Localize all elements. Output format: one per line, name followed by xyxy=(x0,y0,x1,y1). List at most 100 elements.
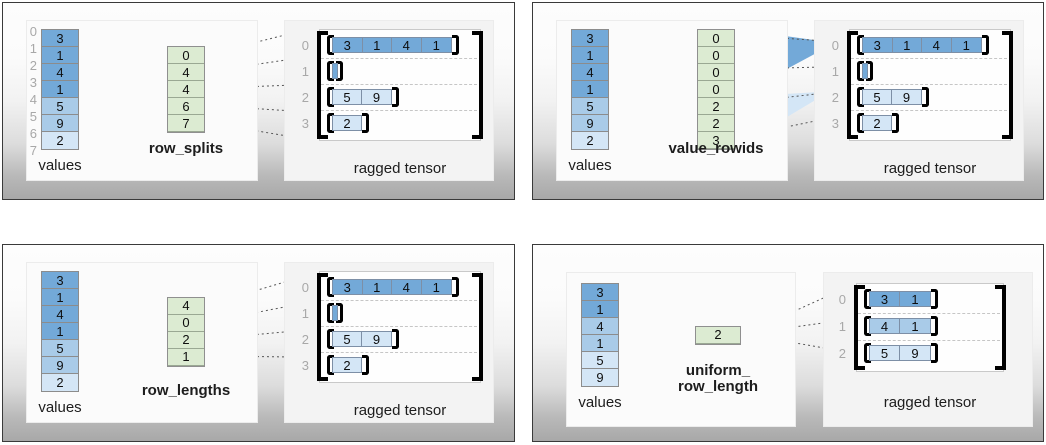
values-cell: 9 xyxy=(42,115,78,132)
ragged-row: 2 xyxy=(327,355,369,375)
ragged-close-bracket xyxy=(1002,31,1013,139)
ragged-row-separator xyxy=(321,300,477,301)
values-cell: 5 xyxy=(572,98,608,115)
ragged-row-separator xyxy=(321,326,477,327)
ragged-cell: 2 xyxy=(333,116,361,130)
ragged-open-bracket xyxy=(847,31,858,139)
ragged-row xyxy=(327,303,343,323)
ragged-cell: 1 xyxy=(900,292,930,306)
encoding-cell: 2 xyxy=(168,331,204,349)
row-open-bracket xyxy=(857,87,864,107)
ragged-cell: 1 xyxy=(421,38,451,52)
row-close-bracket xyxy=(452,35,459,55)
values-cell: 2 xyxy=(42,132,78,149)
ragged-row-index: 1 xyxy=(301,64,309,79)
row-close-bracket xyxy=(892,113,899,133)
values-cell: 2 xyxy=(42,374,78,391)
row-open-bracket xyxy=(857,35,864,55)
ragged-cell: 3 xyxy=(870,292,901,306)
row-close-bracket xyxy=(931,289,938,309)
values-cell: 4 xyxy=(582,318,618,335)
ragged-cell: 1 xyxy=(892,38,922,52)
encoding-cell: 2 xyxy=(698,115,734,132)
values-cell: 4 xyxy=(42,64,78,81)
encoding-caption: value_rowids xyxy=(668,140,764,157)
values-cell: 4 xyxy=(572,64,608,81)
encoding-cell: 0 xyxy=(168,47,204,64)
ragged-cell: 9 xyxy=(892,90,921,104)
row-close-bracket xyxy=(336,61,343,81)
values-cell: 5 xyxy=(42,340,78,357)
ragged-caption: ragged tensor xyxy=(883,394,977,411)
values-caption: values xyxy=(578,394,622,411)
encoding-cell: 0 xyxy=(168,314,204,332)
value-index-label: 0 xyxy=(29,24,37,39)
ragged-row xyxy=(327,61,343,81)
ragged-row-separator xyxy=(858,313,1000,314)
encoding-cell: 2 xyxy=(698,98,734,115)
value-index-label: 6 xyxy=(29,126,37,141)
value-index-label: 5 xyxy=(29,109,37,124)
ragged-close-bracket xyxy=(995,285,1006,370)
values-cell: 3 xyxy=(42,30,78,47)
values-cell: 1 xyxy=(42,289,78,306)
ragged-row-separator xyxy=(321,58,477,59)
ragged-row-separator xyxy=(321,110,477,111)
ragged-cell: 3 xyxy=(863,38,893,52)
row-close-bracket xyxy=(931,316,938,336)
value-index-label: 3 xyxy=(29,75,37,90)
row-open-bracket xyxy=(327,61,334,81)
values-cell: 1 xyxy=(582,301,618,318)
encoding-cell: 4 xyxy=(168,64,204,81)
row-close-bracket xyxy=(922,87,929,107)
ragged-cell: 5 xyxy=(870,346,901,360)
ragged-caption: ragged tensor xyxy=(883,160,977,177)
ragged-cell: 4 xyxy=(870,319,901,333)
values-caption: values xyxy=(38,157,82,174)
values-cell: 5 xyxy=(42,98,78,115)
ragged-row-separator xyxy=(321,84,477,85)
encoding-caption: uniform_ row_length xyxy=(677,362,758,395)
values-cell: 9 xyxy=(42,357,78,374)
ragged-cell: 4 xyxy=(392,38,422,52)
ragged-cell: 1 xyxy=(421,280,451,294)
ragged-open-bracket xyxy=(854,285,865,370)
ragged-row-separator xyxy=(851,110,1007,111)
row-close-bracket xyxy=(931,343,938,363)
ragged-row-index: 2 xyxy=(301,332,309,347)
values-cell: 1 xyxy=(42,81,78,98)
row-close-bracket xyxy=(452,277,459,297)
ragged-open-bracket xyxy=(317,273,328,381)
encoding-caption: row_lengths xyxy=(141,382,231,399)
row-close-bracket xyxy=(336,303,343,323)
values-cell: 1 xyxy=(42,323,78,340)
values-cell: 3 xyxy=(582,284,618,301)
row-open-bracket xyxy=(327,35,334,55)
row-close-bracket xyxy=(392,87,399,107)
ragged-cell: 2 xyxy=(333,358,361,372)
ragged-row xyxy=(857,61,873,81)
values-caption: values xyxy=(568,157,612,174)
encoding-cell: 4 xyxy=(168,297,204,315)
row-close-bracket xyxy=(362,355,369,375)
row-close-bracket xyxy=(392,329,399,349)
values-cell: 1 xyxy=(42,47,78,64)
ragged-row-separator xyxy=(851,84,1007,85)
encoding-cell: 2 xyxy=(696,326,740,344)
ragged-row-index: 0 xyxy=(831,38,839,53)
